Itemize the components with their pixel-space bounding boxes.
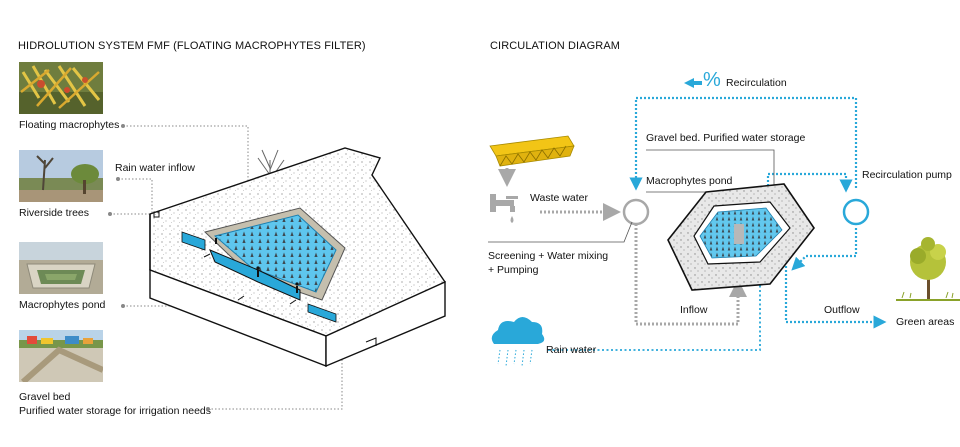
rain-water-label: Rain water — [546, 344, 597, 356]
green-tree-icon — [896, 237, 960, 301]
inflow-label: Inflow — [680, 304, 708, 316]
riverside-trees-label: Riverside trees — [19, 207, 90, 219]
right-title: CIRCULATION DIAGRAM — [490, 40, 621, 52]
recirculation-label: Recirculation — [726, 77, 787, 89]
floating-macrophytes-label: Floating macrophytes — [19, 119, 120, 131]
left-title: HIDROLUTION SYSTEM FMF (FLOATING MACROPH… — [18, 40, 366, 52]
macrophytes-pond-label: Macrophytes pond — [19, 299, 106, 311]
purified-storage-label: Purified water storage for irrigation ne… — [19, 405, 212, 417]
gravel-bed-storage-label: Gravel bed. Purified water storage — [646, 132, 806, 144]
recirculation-arrow-icon — [684, 78, 702, 88]
green-areas-label: Green areas — [896, 316, 955, 328]
gravel-bed-photo — [19, 330, 103, 382]
screening-grid-icon — [489, 135, 575, 167]
recirculation-pump-label: Recirculation pump — [862, 169, 952, 181]
rain-cloud-icon — [491, 317, 545, 367]
screening-label-line1: Screening + Water mixing — [488, 250, 609, 262]
waste-water-label: Waste water — [530, 192, 588, 204]
floating-macrophytes-photo — [19, 62, 103, 114]
macrophytes-pond-photo — [19, 242, 103, 294]
recirculation-percent-icon: % — [703, 69, 721, 91]
riverside-trees-photo — [19, 150, 103, 202]
outflow-label: Outflow — [824, 304, 860, 316]
tap-icon — [490, 194, 518, 223]
gravel-bed-label: Gravel bed — [19, 391, 71, 403]
screening-label-line2: + Pumping — [488, 264, 539, 276]
rain-water-inflow-label: Rain water inflow — [115, 162, 195, 174]
macrophytes-pond-diagram-label: Macrophytes pond — [646, 175, 733, 187]
